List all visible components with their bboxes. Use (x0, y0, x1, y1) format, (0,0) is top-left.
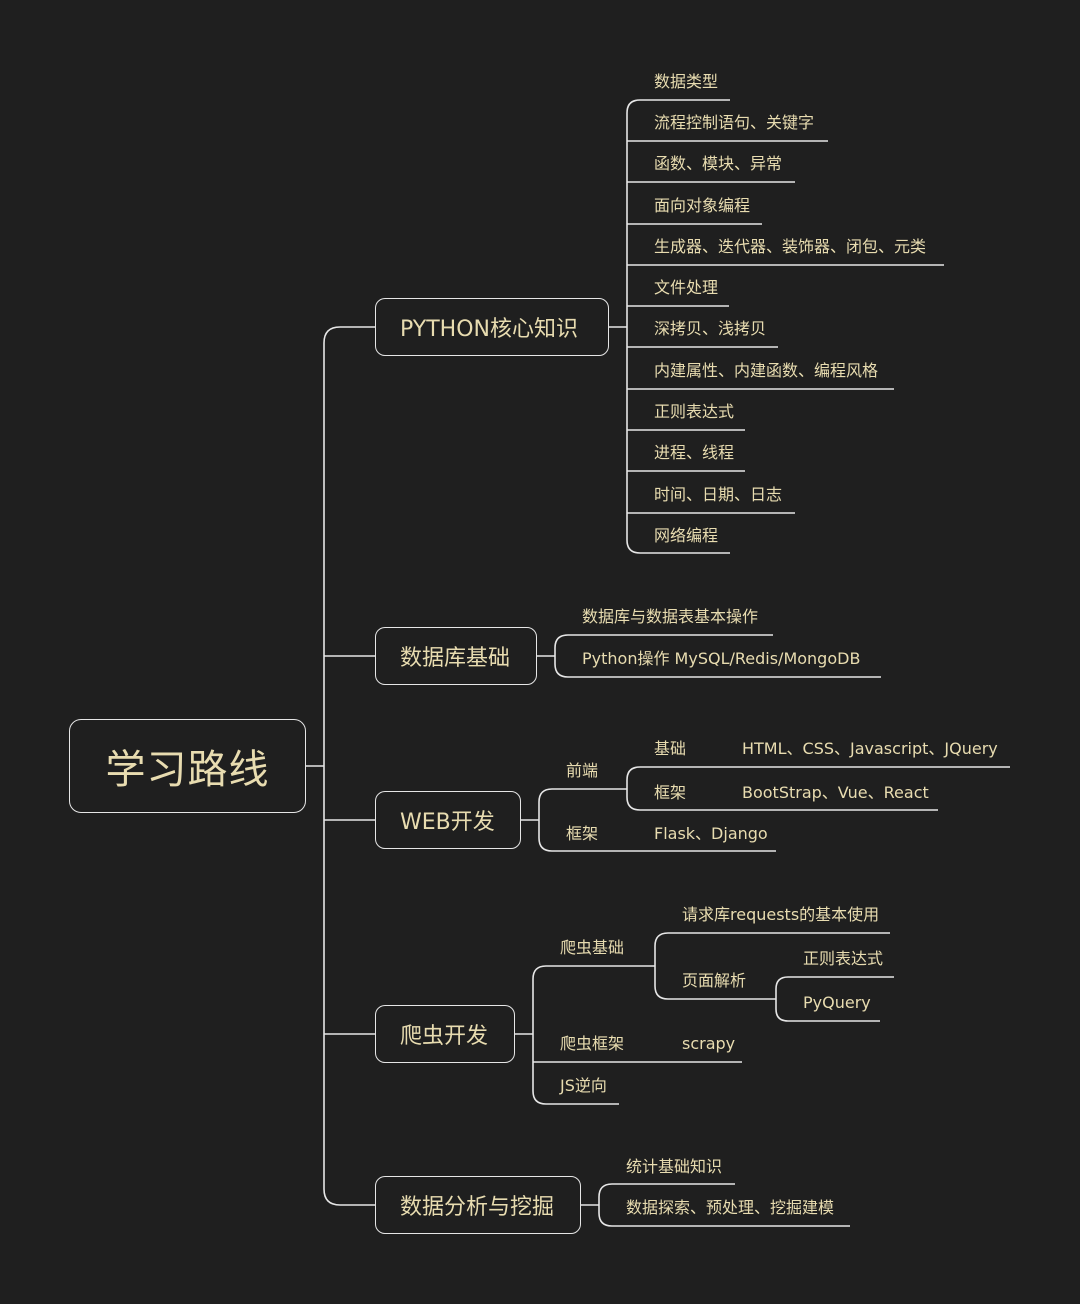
python-item[interactable]: 时间、日期、日志 (654, 485, 783, 504)
python-item[interactable]: 文件处理 (654, 278, 719, 297)
python-item[interactable]: 网络编程 (654, 526, 719, 545)
web-frontend-basic-value[interactable]: HTML、CSS、Javascript、JQuery (742, 739, 998, 758)
crawler-parse-item[interactable]: 正则表达式 (803, 949, 884, 968)
web-frontend-label[interactable]: 前端 (566, 761, 599, 780)
crawler-js-item[interactable]: JS逆向 (560, 1076, 607, 1095)
database-item[interactable]: Python操作 MySQL/Redis/MongoDB (582, 649, 861, 668)
python-item[interactable]: 正则表达式 (654, 402, 735, 421)
python-item[interactable]: 进程、线程 (654, 443, 735, 462)
analysis-item[interactable]: 数据探索、预处理、挖掘建模 (626, 1198, 835, 1217)
crawler-framework-label[interactable]: 爬虫框架 (560, 1034, 625, 1053)
crawler-node[interactable]: 爬虫开发 (375, 1005, 515, 1063)
analysis-item[interactable]: 统计基础知识 (626, 1157, 723, 1176)
crawler-basic-label[interactable]: 爬虫基础 (560, 938, 625, 957)
web-frontend-basic-label[interactable]: 基础 (654, 739, 687, 758)
web-frontend-framework-value[interactable]: BootStrap、Vue、React (742, 783, 929, 802)
analysis-node[interactable]: 数据分析与挖掘 (375, 1176, 581, 1234)
python-item[interactable]: 内建属性、内建函数、编程风格 (654, 361, 879, 380)
web-backend-value[interactable]: Flask、Django (654, 824, 768, 843)
web-backend-label[interactable]: 框架 (566, 824, 599, 843)
web-frontend-framework-label[interactable]: 框架 (654, 783, 687, 802)
crawler-framework-value[interactable]: scrapy (682, 1034, 736, 1053)
python-item[interactable]: 流程控制语句、关键字 (654, 113, 815, 132)
python-item[interactable]: 深拷贝、浅拷贝 (654, 319, 767, 338)
crawler-parse-label[interactable]: 页面解析 (682, 971, 747, 990)
database-item[interactable]: 数据库与数据表基本操作 (582, 607, 759, 626)
root-node[interactable]: 学习路线 (69, 719, 306, 813)
python-item[interactable]: 函数、模块、异常 (654, 154, 783, 173)
crawler-parse-item[interactable]: PyQuery (803, 993, 871, 1012)
web-node[interactable]: WEB开发 (375, 791, 521, 849)
python-item[interactable]: 生成器、迭代器、装饰器、闭包、元类 (654, 237, 927, 256)
python-item[interactable]: 数据类型 (654, 72, 719, 91)
python-item[interactable]: 面向对象编程 (654, 196, 751, 215)
crawler-requests-item[interactable]: 请求库requests的基本使用 (682, 905, 880, 924)
database-node[interactable]: 数据库基础 (375, 627, 537, 685)
python-node[interactable]: PYTHON核心知识 (375, 298, 609, 356)
